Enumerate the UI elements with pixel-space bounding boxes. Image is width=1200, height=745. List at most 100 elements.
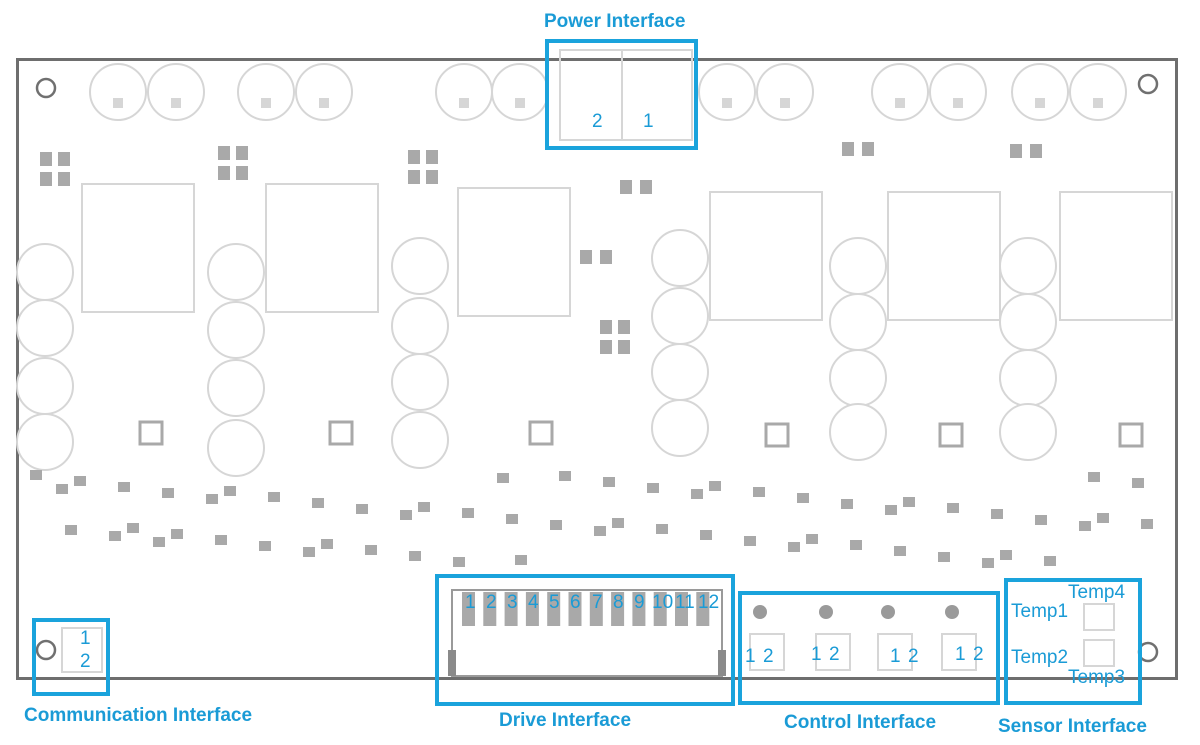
drive-connector-pin [547, 592, 561, 626]
smd-component [947, 503, 959, 513]
drive-connector-pin [568, 592, 582, 626]
capacitor [207, 359, 265, 417]
smd-component [700, 530, 712, 540]
ic-chip [328, 420, 354, 446]
smd-pad [618, 340, 630, 354]
smd-pad [426, 170, 438, 184]
sensor-connector [1083, 639, 1115, 667]
smd-component [171, 529, 183, 539]
capacitor [871, 63, 929, 121]
capacitor-pad [261, 98, 271, 108]
drive-interface-box[interactable] [435, 574, 735, 706]
mounting-hole [1137, 73, 1159, 95]
smd-component [559, 471, 571, 481]
smd-component [409, 551, 421, 561]
smd-pad [408, 150, 420, 164]
smd-pad [236, 146, 248, 160]
smd-component [215, 535, 227, 545]
capacitor-pad [780, 98, 790, 108]
smd-component [647, 483, 659, 493]
smd-component [497, 473, 509, 483]
smd-component [1044, 556, 1056, 566]
smd-component [603, 477, 615, 487]
ic-chip [1118, 422, 1144, 448]
inductor [1059, 191, 1173, 321]
smd-component [400, 510, 412, 520]
inductor [265, 183, 379, 313]
control-group4-pin-2: 2 [973, 644, 984, 665]
capacitor [999, 293, 1057, 351]
capacitor [829, 293, 887, 351]
capacitor [237, 63, 295, 121]
drive-pin-10: 10 [652, 592, 674, 613]
drive-pin-5: 5 [549, 592, 560, 613]
smd-component [312, 498, 324, 508]
smd-component [982, 558, 994, 568]
smd-component [268, 492, 280, 502]
control-interface-label: Control Interface [784, 712, 937, 733]
control-interface-box[interactable] [738, 591, 1000, 705]
control-group4-pin-1: 1 [955, 644, 966, 665]
smd-component [30, 470, 42, 480]
smd-component [885, 505, 897, 515]
smd-pad [40, 152, 52, 166]
communication-pin-2: 2 [80, 651, 91, 672]
smd-component [991, 509, 1003, 519]
smd-component [1141, 519, 1153, 529]
smd-component [709, 481, 721, 491]
drive-pin-11: 11 [675, 592, 695, 613]
smd-component [744, 536, 756, 546]
smd-component [594, 526, 606, 536]
smd-pad [58, 172, 70, 186]
drive-pin-9: 9 [634, 592, 645, 613]
sensor-connector [1083, 603, 1115, 631]
smd-pad [842, 142, 854, 156]
drive-connector-pin [462, 592, 475, 626]
capacitor [391, 237, 449, 295]
inductor [81, 183, 195, 313]
capacitor-pad [1093, 98, 1103, 108]
control-group3-pin-1: 1 [890, 646, 901, 667]
drive-pin-2: 2 [486, 592, 497, 613]
capacitor-pad [515, 98, 525, 108]
capacitor-pad [113, 98, 123, 108]
drive-pin-6: 6 [570, 592, 581, 613]
smd-component [56, 484, 68, 494]
capacitor [391, 411, 449, 469]
control-transistor [945, 605, 959, 619]
capacitor-pad [722, 98, 732, 108]
smd-component [224, 486, 236, 496]
power-interface-box[interactable] [545, 39, 698, 150]
smd-component [118, 482, 130, 492]
control-group1-pin-2: 2 [763, 646, 774, 667]
smd-component [109, 531, 121, 541]
capacitor-pad [171, 98, 181, 108]
smd-component [1079, 521, 1091, 531]
smd-pad [408, 170, 420, 184]
drive-pin-7: 7 [592, 592, 603, 613]
drive-connector-pin [611, 592, 625, 626]
drive-pin-1: 1 [465, 592, 476, 613]
ic-chip [138, 420, 164, 446]
smd-component [259, 541, 271, 551]
smd-pad [640, 180, 652, 194]
smd-component [356, 504, 368, 514]
capacitor [999, 403, 1057, 461]
power-connector [559, 49, 693, 141]
power-pin-2: 2 [592, 111, 603, 132]
drive-connector-latch [718, 650, 726, 676]
capacitor [16, 243, 74, 301]
smd-component [1035, 515, 1047, 525]
smd-component [321, 539, 333, 549]
smd-pad [218, 166, 230, 180]
smd-pad [1030, 144, 1042, 158]
smd-component [656, 524, 668, 534]
sensor-interface-box[interactable] [1004, 578, 1142, 705]
smd-component [453, 557, 465, 567]
capacitor [829, 237, 887, 295]
communication-interface-box[interactable] [32, 618, 110, 696]
drive-connector-latch [448, 650, 456, 676]
smd-component [938, 552, 950, 562]
smd-component [903, 497, 915, 507]
capacitor [391, 353, 449, 411]
